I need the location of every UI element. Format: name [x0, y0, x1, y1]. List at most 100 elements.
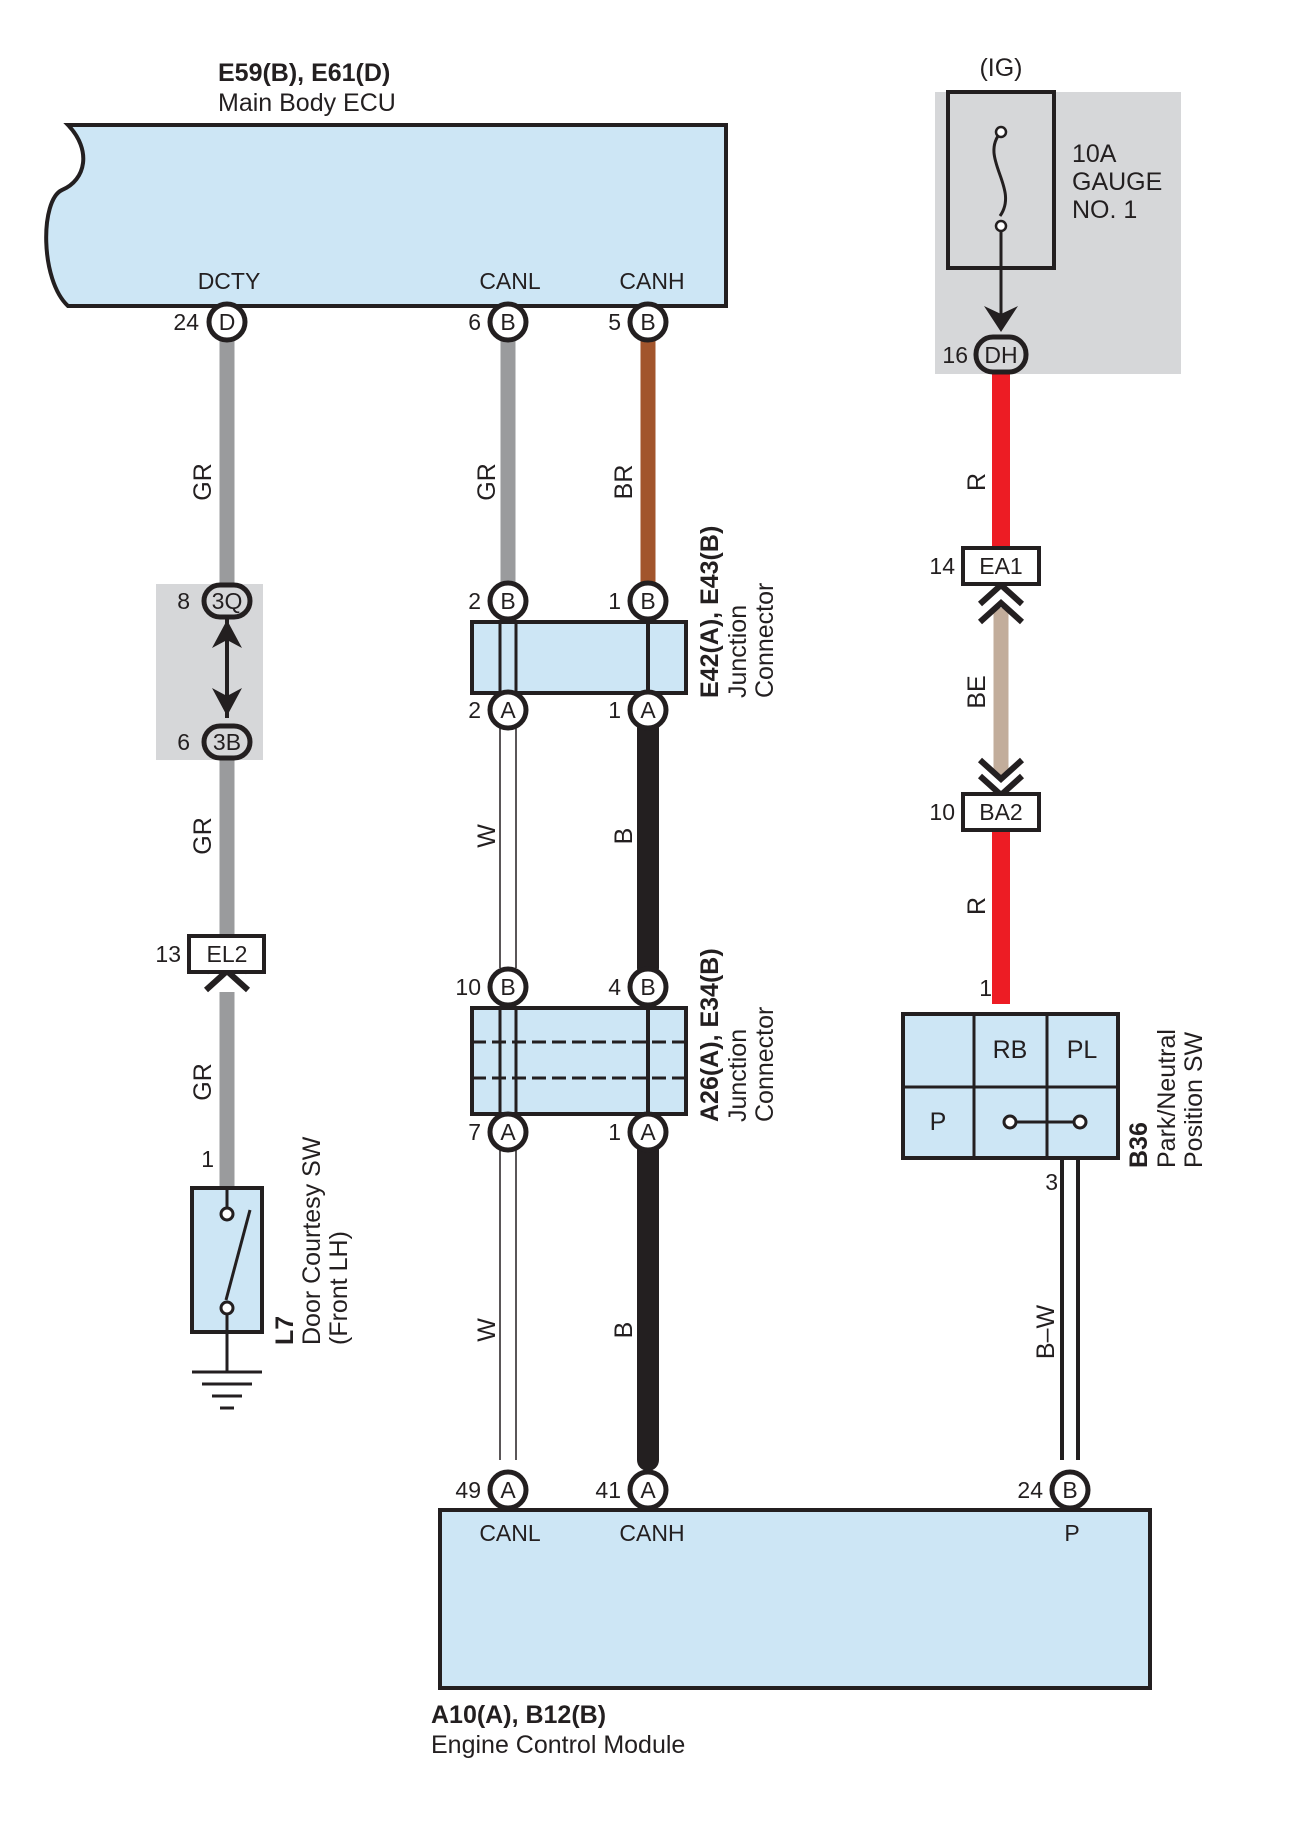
- connector-ba2-num: 10: [929, 799, 955, 825]
- ecu-pin-canl-letter: B: [500, 309, 515, 335]
- jc1-pin-a2: [487, 689, 529, 731]
- door-sw-pin-num: 1: [201, 1146, 214, 1172]
- connector-ea1-num: 14: [929, 553, 955, 579]
- pnp-line2: Position SW: [1180, 1031, 1208, 1168]
- jc1-pin-b2-num: 2: [468, 588, 481, 614]
- junction-pin-3q: [201, 582, 253, 620]
- connector-ba2: [961, 792, 1041, 832]
- jc1-pin-a1: [627, 689, 669, 731]
- jc2-pin-a7: [487, 1111, 529, 1153]
- door-sw-caption: L7 Door Courtesy SW (Front LH): [271, 1136, 353, 1345]
- ecu-pin-dcty: [206, 301, 248, 343]
- wire-label-canl-upper: GR: [473, 463, 501, 501]
- jc1-pin-b1-num: 1: [608, 588, 621, 614]
- fuse-area-highlight: [935, 92, 1181, 374]
- ecu-pin-canh-num: 5: [608, 309, 621, 335]
- pnp-pin3-num: 3: [1045, 1169, 1058, 1195]
- door-sw-line1: Door Courtesy SW: [298, 1136, 326, 1345]
- junction-pin-3b: [201, 723, 253, 761]
- pnp-contact-right: [1072, 1114, 1088, 1130]
- wire-label-canl-mid: W: [473, 824, 501, 848]
- ecu-pin-canl: [487, 301, 529, 343]
- main-body-ecu-box: [44, 123, 728, 308]
- wire-label-canl-lower: W: [473, 1318, 501, 1342]
- junction-connector-1-box: [470, 620, 688, 695]
- junction-pin-3q-letter: 3Q: [212, 588, 243, 614]
- ecm-code: A10(A), B12(B): [431, 1701, 606, 1729]
- jc2-pin-a1-num: 1: [608, 1119, 621, 1145]
- door-sw-line2: (Front LH): [325, 1231, 353, 1345]
- ecm-pin-canh-num: 41: [595, 1477, 621, 1503]
- junction-pin-3b-num: 6: [177, 729, 190, 755]
- ecu-pin-canh-letter: B: [640, 309, 655, 335]
- ecu-pin-label-canh: CANH: [619, 268, 684, 294]
- jc1-pin-b2: [487, 580, 529, 622]
- jc2-line1: Junction: [724, 1029, 752, 1122]
- jc1-pin-b1: [627, 580, 669, 622]
- jc2-code: A26(A), E34(B): [696, 948, 724, 1122]
- wire-label-canh-lower: B: [610, 1322, 638, 1339]
- ecm-pin-canl-num: 49: [455, 1477, 481, 1503]
- pnp-caption: B36 Park/Neutral Position SW: [1125, 1029, 1208, 1168]
- pnp-code: B36: [1125, 1122, 1153, 1168]
- ecu-pin-dcty-letter: D: [219, 309, 236, 335]
- connector-ea1: [961, 546, 1041, 586]
- connector-ea1-label: EA1: [979, 553, 1022, 579]
- jc2-pin-b10-num: 10: [455, 974, 481, 1000]
- fuse-name-line2: NO. 1: [1072, 196, 1137, 224]
- jc1-line2: Connector: [751, 583, 779, 698]
- jc2-caption: A26(A), E34(B) Junction Connector: [696, 948, 779, 1122]
- door-sw-blade-icon: [224, 1209, 252, 1301]
- jc1-pin-a1-num: 1: [608, 697, 621, 723]
- pnp-cell-rb: RB: [993, 1036, 1028, 1064]
- jc2-pin-b4: [627, 966, 669, 1008]
- junction-pin-dh-letter: DH: [984, 342, 1017, 368]
- junction-pin-3q-num: 8: [177, 588, 190, 614]
- jc2-line2: Connector: [751, 1007, 779, 1122]
- jc1-code: E42(A), E43(B): [696, 526, 724, 698]
- main-body-ecu-name: Main Body ECU: [218, 89, 396, 117]
- wire-label-dcty-lower: GR: [189, 1063, 217, 1101]
- ecm-pin-canh: [627, 1469, 669, 1511]
- ecu-pin-canl-num: 6: [468, 309, 481, 335]
- double-arrow-up-icon: [212, 620, 242, 648]
- fuse-supply-label: (IG): [979, 54, 1022, 82]
- main-body-ecu-code: E59(B), E61(D): [218, 59, 390, 87]
- door-sw-contact-top: [219, 1206, 235, 1222]
- fuse-name-line1: GAUGE: [1072, 168, 1162, 196]
- jc1-pin-b2-letter: B: [500, 588, 515, 614]
- junction-pin-dh-num: 16: [942, 342, 968, 368]
- pnp-pin1-num: 1: [979, 975, 992, 1001]
- ecu-pin-dcty-num: 24: [173, 309, 199, 335]
- ecm-pin-p-letter: B: [1062, 1477, 1077, 1503]
- wire-pnp-out: [1060, 1144, 1080, 1460]
- jc2-pin-a1-letter: A: [640, 1119, 656, 1145]
- wire-label-canh-upper: BR: [610, 465, 638, 500]
- wire-label-canh-mid: B: [610, 828, 638, 845]
- ecu-pin-label-canl: CANL: [479, 268, 541, 294]
- junction-pin-3b-letter: 3B: [213, 729, 241, 755]
- fuse-element-icon: [992, 131, 1008, 217]
- ecm-pin-label-p: P: [1064, 1520, 1079, 1546]
- fuse-rating: 10A: [1072, 140, 1117, 168]
- ecm-pin-canh-letter: A: [640, 1477, 656, 1503]
- junction-connector-2-box: [470, 1006, 688, 1116]
- wire-canl-lower: [499, 1144, 517, 1460]
- pnp-cell-pl: PL: [1067, 1036, 1098, 1064]
- jc2-pin-b4-num: 4: [608, 974, 621, 1000]
- connector-el2: [187, 934, 266, 974]
- ecu-pin-canh: [627, 301, 669, 343]
- wire-label-ig-upper: R: [963, 473, 991, 491]
- jc2-pin-b4-letter: B: [640, 974, 655, 1000]
- wire-label-pnp-out: B–W: [1032, 1305, 1060, 1360]
- jc1-pin-a2-num: 2: [468, 697, 481, 723]
- jc2-pin-a7-letter: A: [500, 1119, 516, 1145]
- ecm-name: Engine Control Module: [431, 1731, 685, 1759]
- wire-label-dcty-mid: GR: [189, 817, 217, 855]
- jc2-pin-a7-num: 7: [468, 1119, 481, 1145]
- ecm-pin-p-num: 24: [1017, 1477, 1043, 1503]
- fuse-terminal-bottom: [994, 219, 1008, 233]
- ecm-pin-p: [1049, 1469, 1091, 1511]
- double-arrow-down-icon: [212, 688, 242, 716]
